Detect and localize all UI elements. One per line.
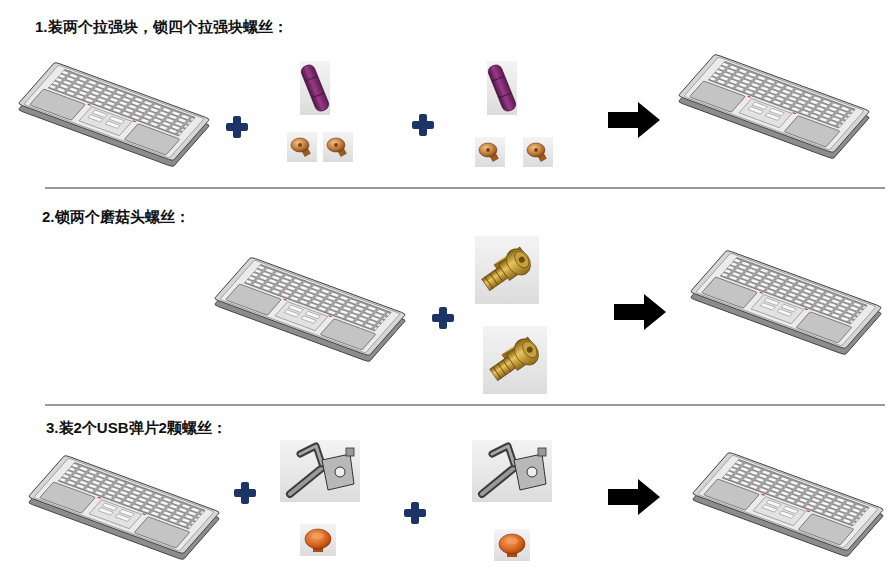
reinforcement-bar (300, 61, 331, 115)
palmrest-figure (692, 452, 884, 557)
result-arrow (614, 294, 666, 330)
mushroom-screw (475, 236, 539, 304)
palmrest-figure (28, 455, 220, 560)
mushroom-screw (483, 326, 547, 394)
step-heading: 2.锁两个磨菇头螺丝： (42, 208, 190, 227)
screw-part (523, 137, 553, 167)
palmrest-figure (678, 54, 870, 159)
result-arrow (608, 479, 660, 515)
usb-spring-plate (472, 440, 552, 502)
palmrest-figure (214, 257, 406, 362)
screw-part (287, 132, 317, 162)
screw-part (494, 529, 530, 561)
plus-sign (234, 482, 256, 504)
plus-sign (226, 116, 248, 138)
step-heading: 1.装两个拉强块，锁四个拉强块螺丝： (35, 18, 288, 37)
row-separator (45, 188, 885, 189)
result-arrow (608, 102, 660, 138)
palmrest-figure (18, 62, 210, 167)
step-heading: 3.装2个USB弹片2颗螺丝： (46, 419, 227, 438)
screw-part (323, 132, 353, 162)
plus-sign (404, 502, 426, 524)
screw-part (300, 524, 336, 556)
plus-sign (412, 114, 434, 136)
usb-spring-plate (280, 440, 360, 502)
reinforcement-bar (487, 61, 518, 115)
palmrest-figure (690, 250, 882, 355)
plus-sign (432, 307, 454, 329)
screw-part (475, 137, 505, 167)
row-separator (45, 405, 885, 406)
